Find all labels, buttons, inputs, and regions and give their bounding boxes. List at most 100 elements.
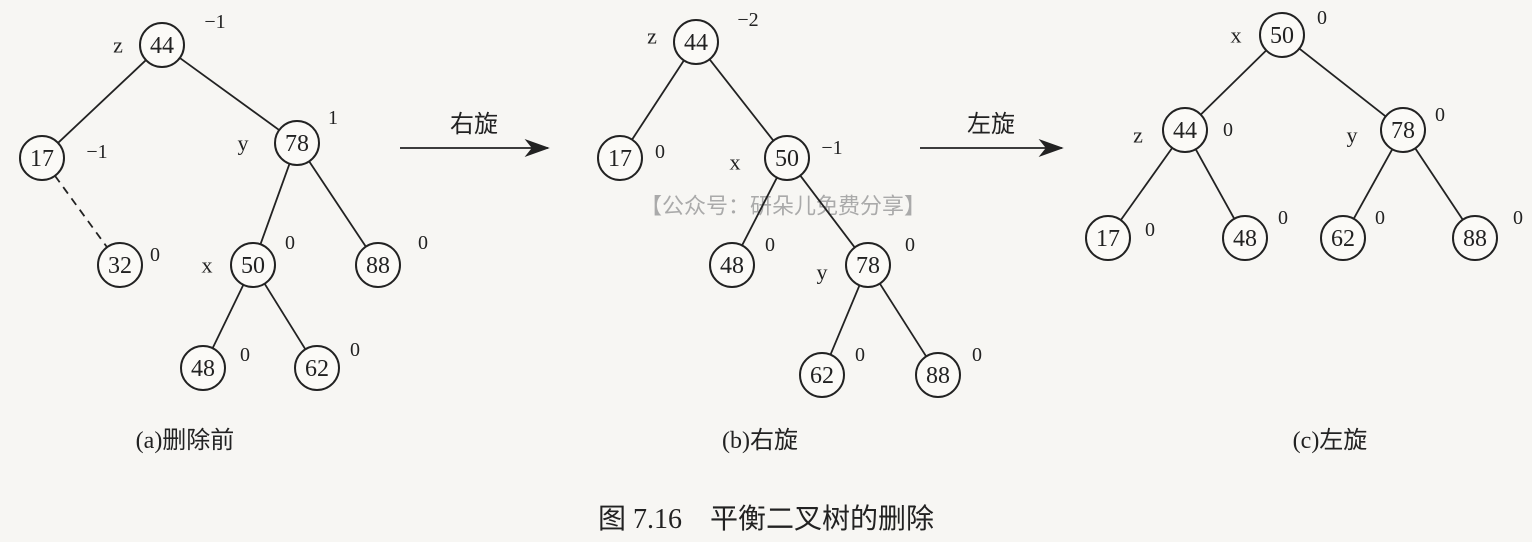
balance-factor: 0 xyxy=(1145,219,1155,241)
tree-node: 88 0 xyxy=(915,344,982,398)
node-value: 48 xyxy=(1233,226,1257,252)
node-tag: z xyxy=(113,33,123,58)
node-circle xyxy=(709,242,755,288)
balance-factor: −1 xyxy=(821,137,842,159)
balance-factor: 0 xyxy=(1435,104,1445,126)
tree-node: 50 x 0 xyxy=(202,232,295,288)
node-value: 88 xyxy=(366,253,390,279)
node-circle xyxy=(139,22,185,68)
node-circle xyxy=(597,135,643,181)
node-value: 62 xyxy=(1331,226,1355,252)
tree-edge xyxy=(1194,148,1236,220)
node-tag: x xyxy=(730,150,741,175)
node-circle xyxy=(19,135,65,181)
balance-factor: 0 xyxy=(905,234,915,256)
node-circle xyxy=(180,345,226,391)
balance-factor: 0 xyxy=(765,234,775,256)
tree-edge xyxy=(211,284,245,349)
node-circle xyxy=(1259,12,1305,58)
tree-node: 44 z −1 xyxy=(113,11,226,68)
balance-factor: 0 xyxy=(1375,207,1385,229)
balance-factor: −1 xyxy=(86,141,107,163)
node-value: 50 xyxy=(775,146,799,172)
node-tag: x xyxy=(1231,23,1242,48)
tree-node: 78 y 0 xyxy=(817,234,915,288)
tree-node: 480 xyxy=(1222,207,1288,261)
tree-edge xyxy=(263,283,307,350)
tree-node: 62 0 xyxy=(294,339,360,391)
node-tag: x xyxy=(202,253,213,278)
balance-factor: −1 xyxy=(204,11,225,33)
node-tag: z xyxy=(647,24,657,49)
tree-node: 17−1 xyxy=(19,135,108,181)
node-circle xyxy=(1085,215,1131,261)
balance-factor: 0 xyxy=(418,232,428,254)
balance-factor: −2 xyxy=(737,9,758,31)
node-value: 78 xyxy=(1391,118,1415,144)
rotation-label: 右旋 xyxy=(450,111,498,138)
tree-node: 48 0 xyxy=(709,234,775,288)
node-circle xyxy=(1452,215,1498,261)
node-value: 78 xyxy=(856,253,880,279)
node-value: 44 xyxy=(1173,118,1197,144)
tree-edge xyxy=(1200,49,1267,116)
tree-node: 44 z −2 xyxy=(647,9,759,65)
node-value: 44 xyxy=(150,33,174,59)
node-value: 48 xyxy=(720,253,744,279)
balance-factor: 0 xyxy=(972,344,982,366)
node-value: 32 xyxy=(108,253,132,279)
node-circle xyxy=(97,242,143,288)
node-value: 50 xyxy=(1270,23,1294,49)
tree-node: 88 0 xyxy=(355,232,428,288)
node-circle xyxy=(845,242,891,288)
watermark-text: 【公众号：研朵儿免费分享】 xyxy=(640,195,926,220)
node-circle xyxy=(1320,215,1366,261)
node-circle xyxy=(274,120,320,166)
balance-factor: 0 xyxy=(1513,207,1523,229)
balance-factor: 0 xyxy=(1223,119,1233,141)
tree-edge xyxy=(829,284,861,356)
tree-edge xyxy=(57,59,147,144)
tree-node: 48 0 xyxy=(180,344,250,391)
balance-factor: 0 xyxy=(240,344,250,366)
node-circle xyxy=(1222,215,1268,261)
tree-edge xyxy=(54,175,108,248)
tree-edge xyxy=(741,177,778,246)
subfigure-caption: (a)删除前 xyxy=(136,427,235,454)
tree-node: 62 0 xyxy=(799,344,865,398)
tree-edge xyxy=(259,163,291,245)
node-circle xyxy=(355,242,401,288)
node-value: 88 xyxy=(926,363,950,389)
tree-node: 50 x −1 xyxy=(730,135,843,181)
balance-factor: 0 xyxy=(285,232,295,254)
figure-title: 图 7.16 平衡二叉树的删除 xyxy=(598,503,934,535)
subfigure-caption: (c)左旋 xyxy=(1293,427,1368,454)
tree-node: 88 0 xyxy=(1452,207,1523,261)
tree-edge xyxy=(1120,147,1173,221)
node-circle xyxy=(673,19,719,65)
node-value: 62 xyxy=(305,356,329,382)
node-value: 62 xyxy=(810,363,834,389)
node-value: 88 xyxy=(1463,226,1487,252)
tree-edge xyxy=(799,174,856,249)
node-circle xyxy=(764,135,810,181)
balance-factor: 0 xyxy=(855,344,865,366)
balance-factor: 0 xyxy=(350,339,360,361)
node-value: 44 xyxy=(684,30,708,56)
node-value: 17 xyxy=(608,146,632,172)
node-tag: y xyxy=(1347,123,1358,148)
node-circle xyxy=(799,352,845,398)
tree-edge xyxy=(631,59,685,141)
node-value: 48 xyxy=(191,356,215,382)
node-tag: y xyxy=(817,260,828,285)
rotation-label: 左旋 xyxy=(967,111,1015,138)
node-value: 50 xyxy=(241,253,265,279)
